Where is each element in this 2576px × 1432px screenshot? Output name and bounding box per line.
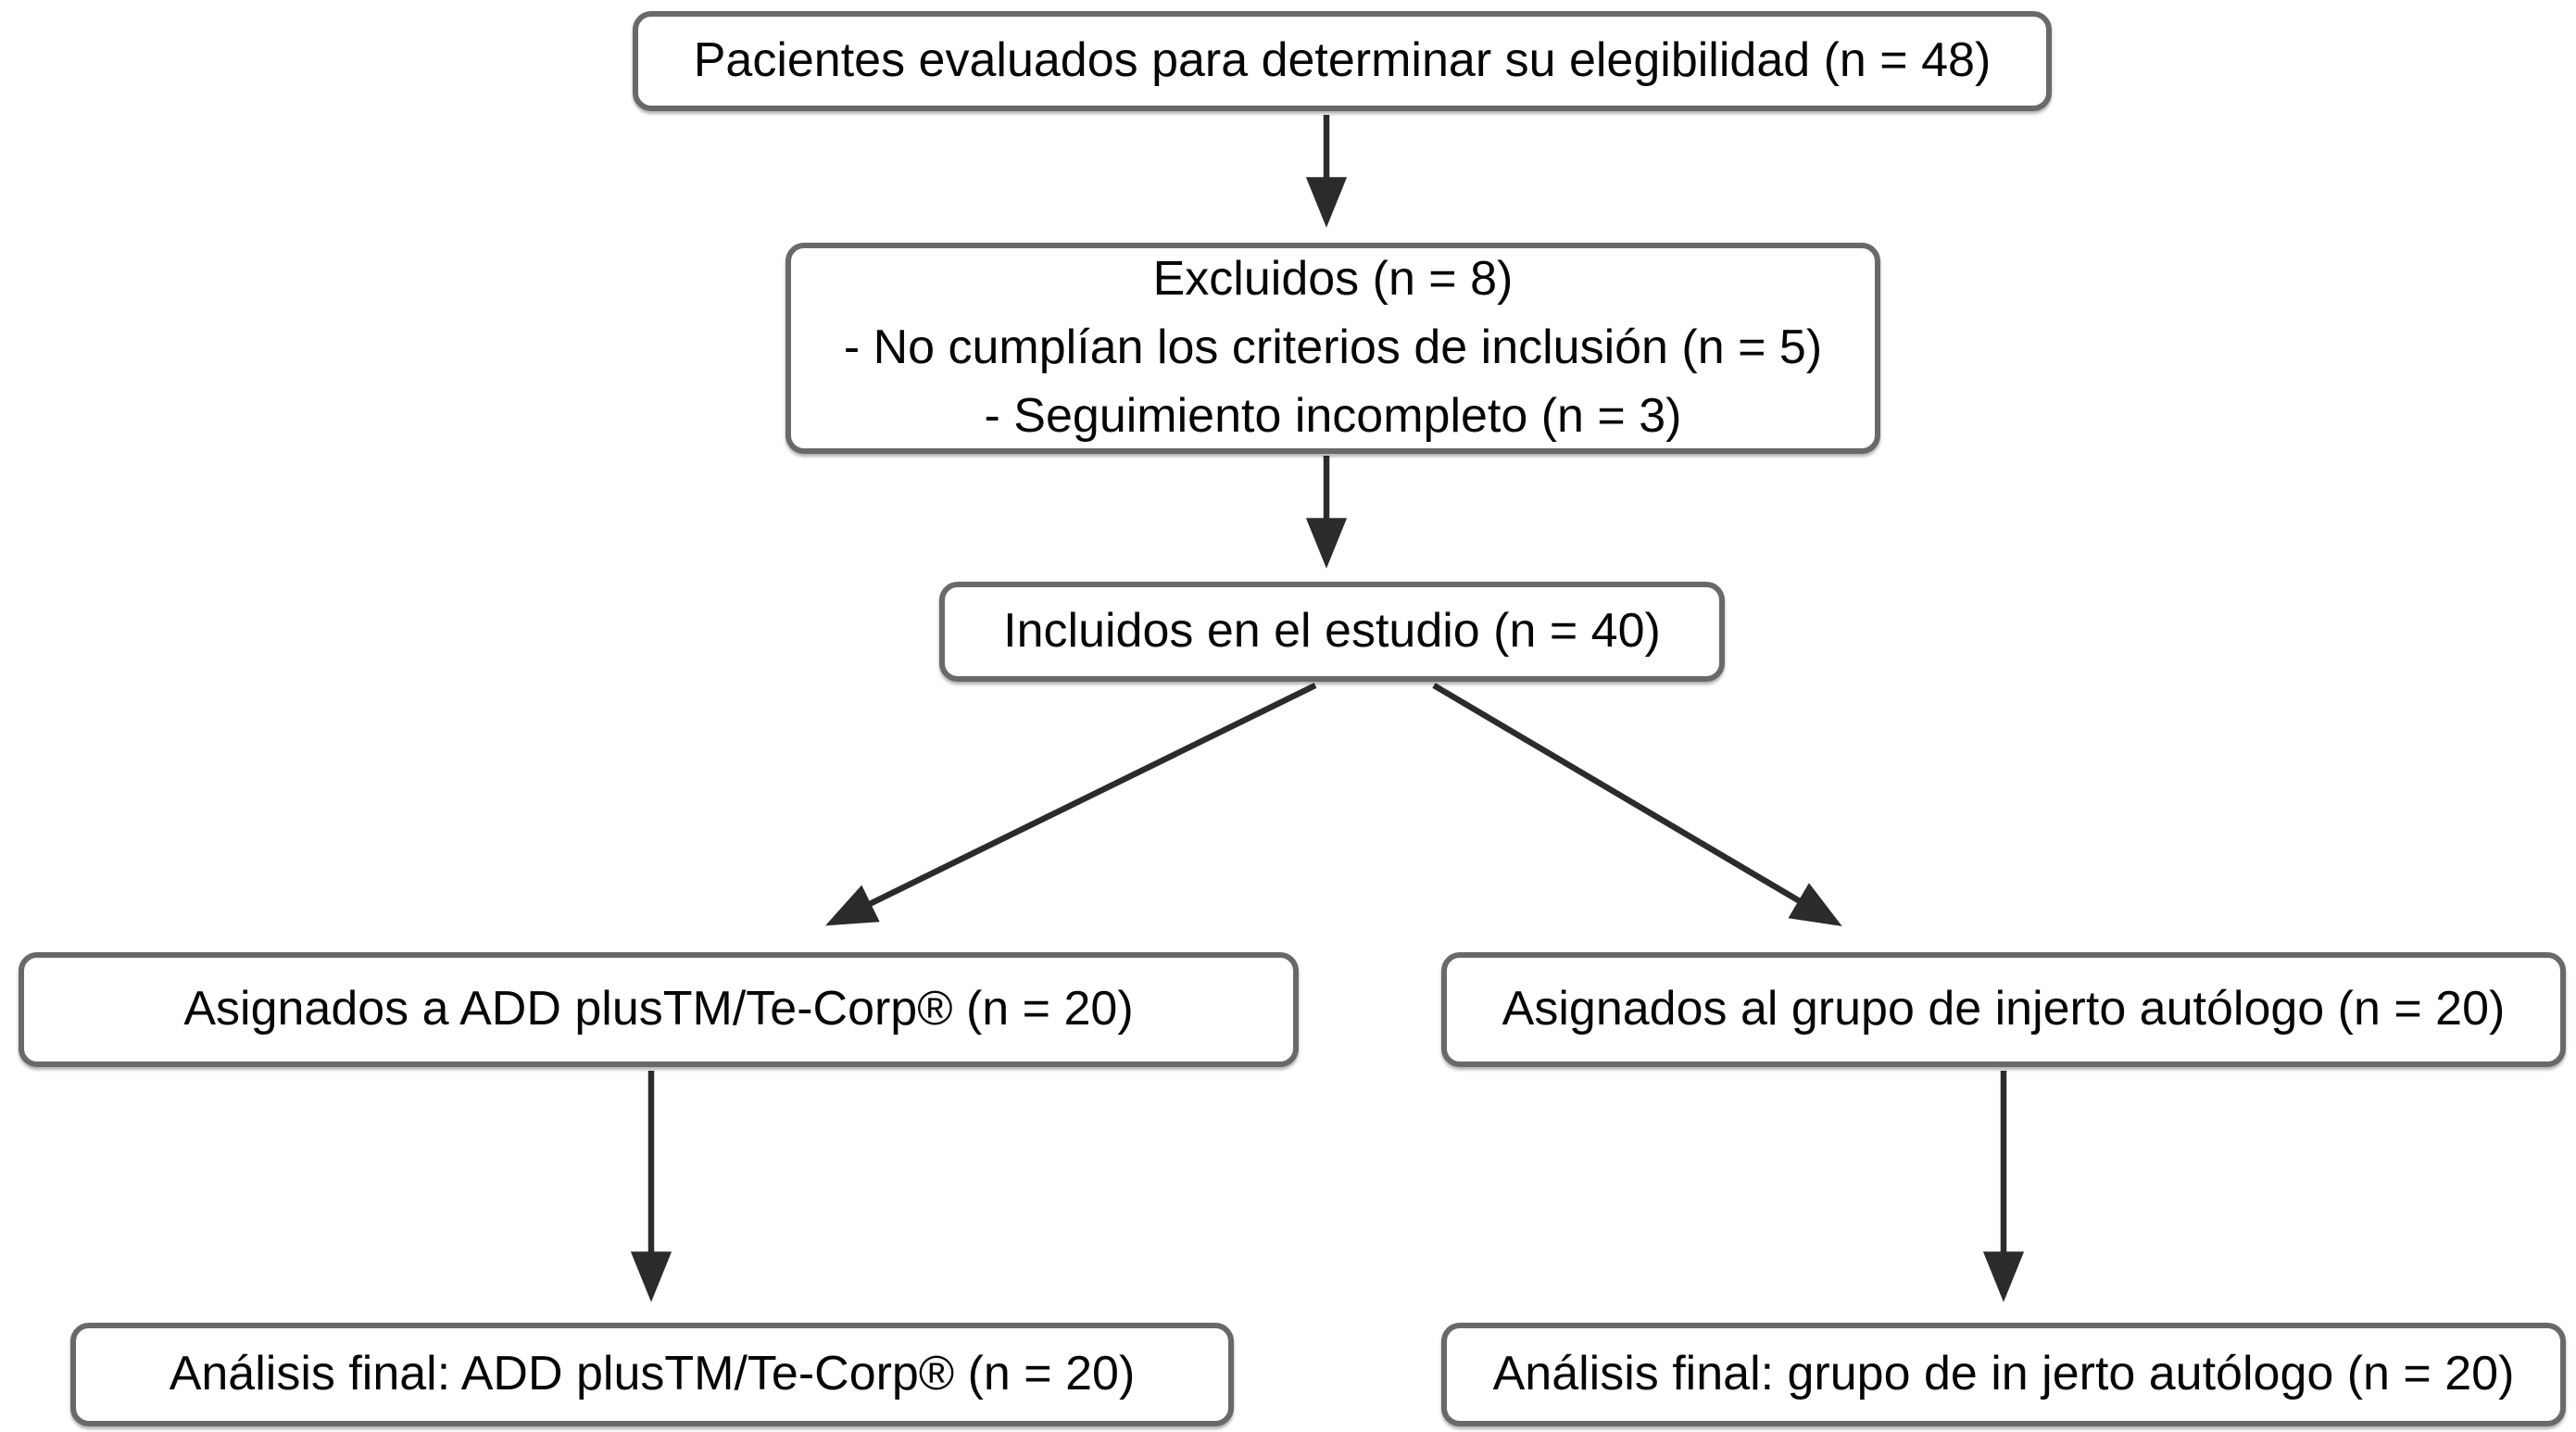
node-excluded-line-2: - No cumplían los criterios de inclusión… — [843, 320, 1823, 375]
node-group-add: Asignados a ADD plusTM/Te-Corp® (n = 20) — [19, 952, 1299, 1067]
node-eligibility: Pacientes evaluados para determinar su e… — [633, 11, 2052, 111]
node-excluded-line-1: Excluidos (n = 8) — [1152, 252, 1514, 307]
node-group-add-label: Asignados a ADD plusTM/Te-Corp® (n = 20) — [183, 982, 1134, 1036]
node-final-autologous-label: Análisis final: grupo de in jerto autólo… — [1492, 1347, 2515, 1401]
node-included: Incluidos en el estudio (n = 40) — [939, 582, 1725, 682]
node-group-autologous: Asignados al grupo de injerto autólogo (… — [1441, 952, 2566, 1067]
node-eligibility-label: Pacientes evaluados para determinar su e… — [693, 33, 1992, 88]
arrow-included-to-group-add — [824, 683, 1317, 926]
node-included-label: Incluidos en el estudio (n = 40) — [1003, 604, 1661, 659]
node-group-autologous-label: Asignados al grupo de injerto autólogo (… — [1502, 982, 2506, 1036]
node-final-autologous: Análisis final: grupo de in jerto autólo… — [1441, 1323, 2566, 1426]
node-final-add: Análisis final: ADD plusTM/Te-Corp® (n =… — [70, 1323, 1234, 1426]
node-excluded: Excluidos (n = 8) - No cumplían los crit… — [785, 243, 1880, 454]
arrow-included-to-group-autologous — [1432, 683, 1842, 926]
node-excluded-line-3: - Seguimiento incompleto (n = 3) — [984, 388, 1682, 443]
node-final-add-label: Análisis final: ADD plusTM/Te-Corp® (n =… — [169, 1347, 1136, 1401]
